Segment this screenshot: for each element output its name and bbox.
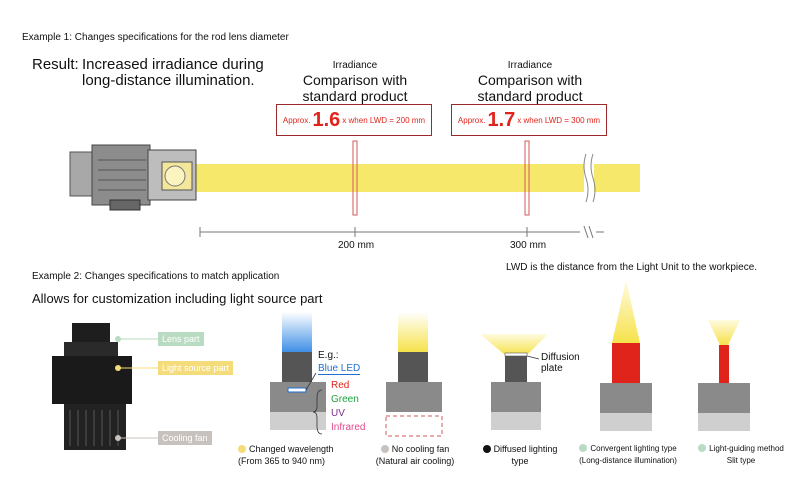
caption-slit-line2: Slit type: [726, 456, 756, 465]
beam-break-gap: [584, 154, 594, 202]
caption-dot-green: [579, 444, 588, 452]
caption-dot-green-2: [698, 444, 707, 452]
tick-label-300: 300 mm: [510, 240, 547, 251]
wavelength-green: Green: [331, 394, 359, 405]
approx-prefix-2: Approx.: [457, 115, 486, 125]
caption-dot-yellow: [238, 445, 246, 453]
caption-no-fan-line2: (Natural air cooling): [375, 456, 455, 466]
variant-no-fan: [385, 312, 443, 437]
ratio-value-2: 1.7: [487, 108, 516, 131]
comparison-title-1b: standard product: [302, 88, 408, 104]
caption-convergent-line2: (Long-distance illumination): [579, 456, 677, 465]
light-unit-top: [69, 144, 197, 211]
approx-prefix-1: Approx.: [282, 115, 311, 125]
caption-dot-black: [482, 445, 491, 453]
eg-label: E.g.:: [318, 350, 339, 361]
caption-diffused-line2: type: [511, 456, 529, 466]
caption-no-fan-line1: No cooling fan: [391, 444, 450, 454]
light-beam: [195, 164, 640, 192]
variant-slit: [698, 320, 750, 431]
ratio-value-1: 1.6: [312, 108, 341, 131]
caption-diffused: Diffused lighting type: [470, 443, 570, 467]
comparison-title-2a: Comparison with: [477, 72, 583, 88]
beam-break-left: [583, 153, 589, 203]
example1-heading: Example 1: Changes specifications for th…: [22, 32, 289, 43]
cooling-fan-label: Cooling fan: [158, 431, 212, 445]
lwd-note: LWD is the distance from the Light Unit …: [506, 262, 758, 273]
caption-wavelength-line1: Changed wavelength: [249, 444, 334, 454]
blue-led-label: Blue LED: [318, 363, 361, 375]
comparison-box-1: Approx. 1.6 x when LWD = 200 mm: [276, 104, 432, 136]
caption-no-fan: No cooling fan (Natural air cooling): [360, 443, 470, 467]
caption-wavelength: Changed wavelength (From 365 to 940 nm): [238, 443, 354, 467]
axis-break-left: [583, 225, 589, 239]
lens-part-label: Lens part: [158, 332, 204, 346]
variant-convergent: [600, 280, 652, 431]
light-source-part-label: Light source part: [158, 361, 234, 375]
irradiance-caption-2: Irradiance: [507, 60, 553, 71]
diffusion-label-1: Diffusion: [541, 352, 580, 363]
example2-subtitle: Allows for customization including light…: [32, 291, 323, 306]
axis-break-right: [588, 225, 594, 239]
wavelength-infrared: Infrared: [331, 422, 366, 433]
result-line1: Increased irradiance during: [82, 56, 264, 73]
result-line2: long-distance illumination.: [82, 72, 255, 89]
caption-slit: Light-guiding method Slit type: [688, 443, 794, 467]
variant-wavelength: [270, 312, 326, 435]
wavelength-red: Red: [331, 380, 350, 391]
comparison-box-2: Approx. 1.7 x when LWD = 300 mm: [451, 104, 607, 136]
caption-diffused-line1: Diffused lighting: [493, 444, 558, 454]
variant-diffused: [480, 334, 548, 430]
irradiance-caption-1: Irradiance: [332, 60, 378, 71]
caption-convergent-line1: Convergent lighting type: [590, 444, 677, 453]
result-label: Result:: [32, 56, 79, 73]
ratio-suffix-2: x when LWD = 300 mm: [517, 115, 601, 125]
wavelength-uv: UV: [331, 408, 345, 419]
measurement-plane-300: [524, 140, 530, 216]
caption-dot-gray: [380, 445, 389, 453]
measurement-plane-200: [352, 140, 358, 216]
comparison-title-1a: Comparison with: [302, 72, 408, 88]
caption-slit-line1: Light-guiding method: [709, 444, 784, 453]
example2-heading: Example 2: Changes specifications to mat…: [32, 271, 280, 282]
ratio-suffix-1: x when LWD = 200 mm: [342, 115, 426, 125]
light-unit-side: [52, 323, 132, 450]
comparison-title-2b: standard product: [477, 88, 583, 104]
caption-convergent: Convergent lighting type (Long-distance …: [568, 443, 688, 467]
beam-break-right: [590, 153, 596, 203]
caption-wavelength-line2: (From 365 to 940 nm): [238, 456, 326, 466]
diffusion-label-2: plate: [541, 363, 563, 374]
tick-label-200: 200 mm: [338, 240, 375, 251]
